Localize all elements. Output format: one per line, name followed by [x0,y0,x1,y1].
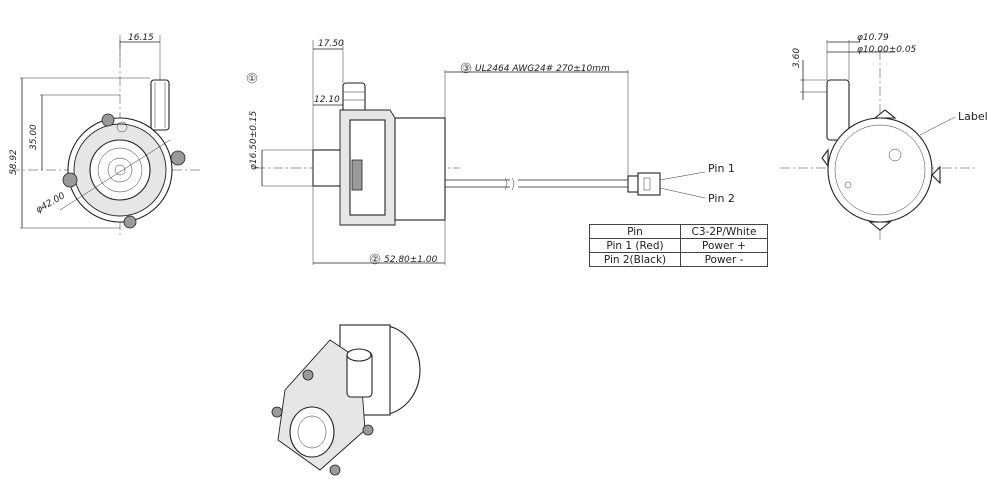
rear-view [780,40,975,240]
dim-total-height: 58.92 [9,149,19,175]
table-row: Pin 1 (Red) Power + [589,238,768,253]
dim-spigot: 3.60 [792,48,802,68]
pin-table-header-pin: Pin [589,224,681,239]
dim-inlet-diameter: φ16.50±0.15 [249,110,259,170]
table-row: Pin 2(Black) Power - [589,252,768,267]
front-view [10,35,200,235]
pin-table: Pin C3-2P/White Pin 1 (Red) Power + Pin … [589,224,768,267]
pin-table-cell: Power + [680,238,768,253]
dim-top-width: 16.15 [128,33,154,43]
note-marker-3: ③ [462,64,470,74]
cable-spec: UL2464 AWG24# 270±10mm [475,64,610,74]
dim-inlet-length: 17.50 [318,39,344,49]
dim-overall-length: 52.80±1.00 [384,255,438,265]
side-view [246,40,706,265]
note-marker-1: ① [248,74,256,84]
pin-table-cell: Pin 1 (Red) [589,238,681,253]
label-callout: Label [958,110,988,123]
pin-table-header-connector: C3-2P/White [680,224,768,239]
pin-table-cell: Power - [680,252,768,267]
pin2-label: Pin 2 [708,192,735,205]
pin1-label: Pin 1 [708,162,735,175]
pin-table-header: Pin C3-2P/White [589,224,768,239]
dim-housing-diameter: φ42.00 [35,191,68,216]
dim-outer-diameter: φ10.79 [857,33,889,43]
dim-inner-diameter: φ10.00±0.05 [857,45,917,55]
note-marker-2: ② [371,255,379,265]
pin-table-cell: Pin 2(Black) [589,252,681,267]
dim-inlet-offset: 12.10 [314,95,340,105]
dim-center-height: 35.00 [29,124,39,150]
isometric-view [271,324,421,476]
